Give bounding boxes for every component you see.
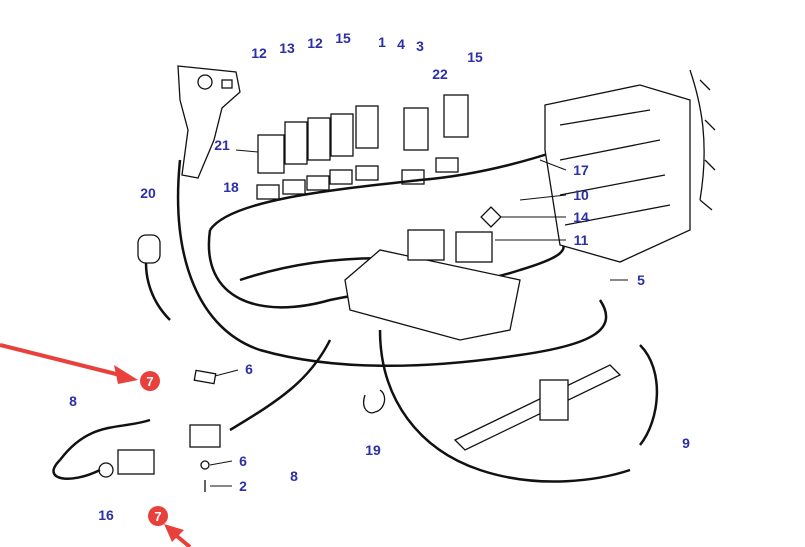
part-label-11: 11 — [573, 232, 589, 248]
part-label-18: 18 — [223, 179, 239, 195]
pressure-switch — [137, 234, 161, 264]
part-label-8: 8 — [290, 468, 298, 484]
part-label-14: 14 — [573, 209, 589, 225]
bracket — [453, 364, 622, 451]
part-label-21: 21 — [214, 137, 230, 153]
part-label-12: 12 — [251, 45, 267, 61]
part-label-15: 15 — [467, 49, 483, 65]
ground-cable — [639, 344, 659, 446]
part-label-6: 6 — [245, 361, 253, 377]
switch-panel — [344, 206, 521, 341]
part-label-12: 12 — [307, 35, 323, 51]
part-label-1: 1 — [378, 34, 386, 50]
part-label-17: 17 — [573, 162, 589, 178]
part-label-3: 3 — [416, 38, 424, 54]
part-label-4: 4 — [397, 36, 405, 52]
part-label-15: 15 — [335, 30, 351, 46]
relays — [256, 94, 469, 200]
part-label-22: 22 — [432, 66, 448, 82]
part-label-16: 16 — [98, 507, 114, 523]
clip — [363, 389, 386, 414]
part-label-13: 13 — [279, 40, 295, 56]
lower-sensors — [52, 369, 221, 492]
highlight-marker-7: 7 — [140, 371, 160, 391]
joystick — [177, 65, 241, 179]
part-label-10: 10 — [573, 187, 589, 203]
part-label-19: 19 — [365, 442, 381, 458]
part-label-2: 2 — [239, 478, 247, 494]
part-label-20: 20 — [140, 185, 156, 201]
highlight-marker-7: 7 — [148, 506, 168, 526]
red-arrows — [0, 343, 192, 547]
part-label-6: 6 — [239, 453, 247, 469]
part-label-5: 5 — [637, 272, 645, 288]
part-label-8: 8 — [69, 393, 77, 409]
part-label-9: 9 — [682, 435, 690, 451]
valve-block — [544, 69, 716, 263]
leader-lines — [209, 149, 628, 487]
